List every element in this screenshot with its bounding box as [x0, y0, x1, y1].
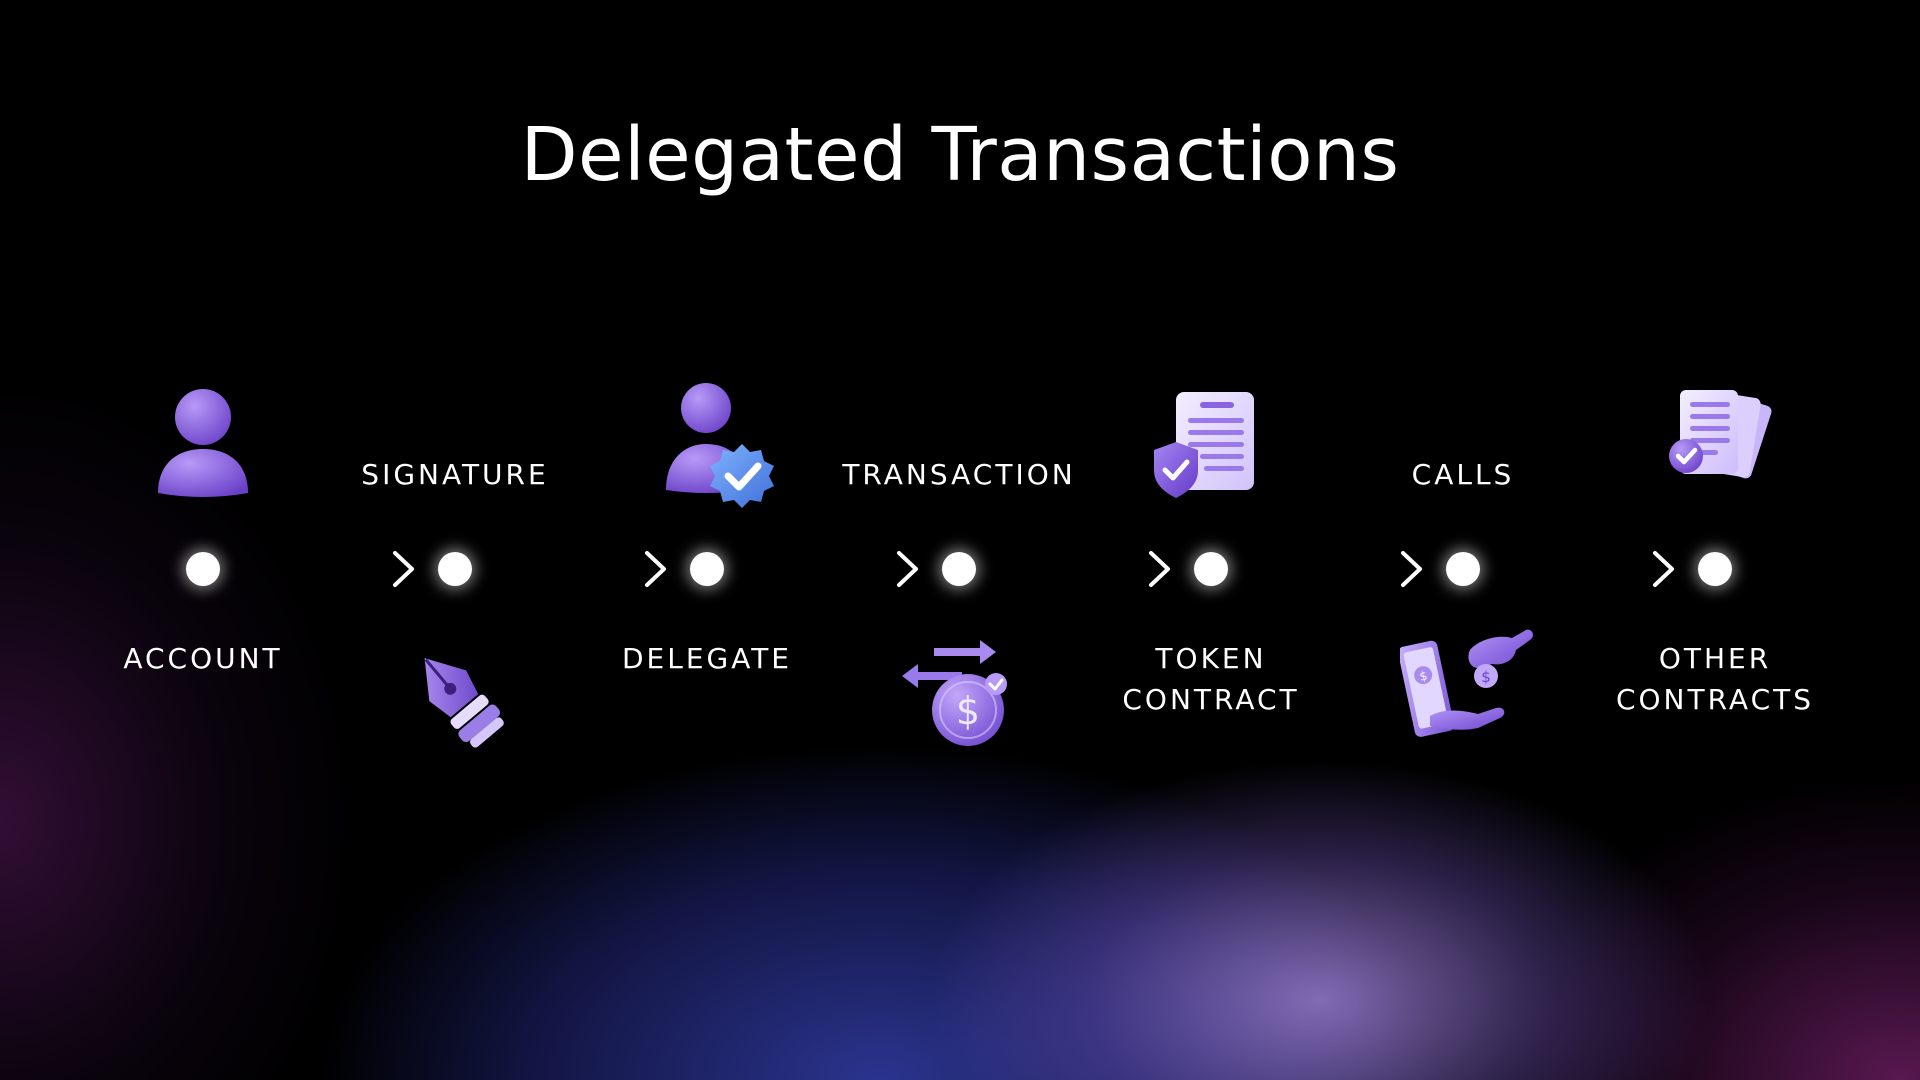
- connector-6: [1480, 551, 1674, 587]
- svg-text:$: $: [1418, 668, 1428, 683]
- connector-1: [220, 551, 414, 587]
- connector-5: [1228, 551, 1422, 587]
- flow-node-transaction: [942, 552, 976, 586]
- payment-hands-icon: $ $: [1400, 629, 1533, 737]
- label-signature: SIGNATURE: [361, 458, 549, 491]
- label-account: ACCOUNT: [123, 642, 283, 675]
- label-token-contract: TOKEN CONTRACT: [1122, 642, 1300, 716]
- connector-3: [724, 551, 918, 587]
- user-icon: [158, 389, 248, 497]
- secure-document-icon: [1154, 392, 1254, 498]
- money-transfer-icon: $: [902, 640, 1007, 746]
- svg-text:$: $: [956, 689, 980, 733]
- label-other-contracts: OTHER CONTRACTS: [1615, 642, 1815, 716]
- page-title: Delegated Transactions: [520, 112, 1400, 198]
- flow-node-calls: [1446, 552, 1480, 586]
- svg-text:$: $: [1481, 668, 1491, 686]
- flow-node-other-contracts: [1698, 552, 1732, 586]
- approved-documents-icon: [1669, 390, 1772, 479]
- flow-node-delegate: [690, 552, 724, 586]
- flow-node-token-contract: [1194, 552, 1228, 586]
- label-transaction: TRANSACTION: [842, 458, 1076, 491]
- flow-node-account: [186, 552, 220, 586]
- connector-2: [472, 551, 666, 587]
- label-calls: CALLS: [1411, 458, 1515, 491]
- flow-node-signature: [438, 552, 472, 586]
- fountain-pen-icon: [424, 658, 504, 748]
- verified-user-icon: [666, 383, 774, 508]
- connector-4: [976, 551, 1170, 587]
- label-delegate: DELEGATE: [621, 642, 792, 675]
